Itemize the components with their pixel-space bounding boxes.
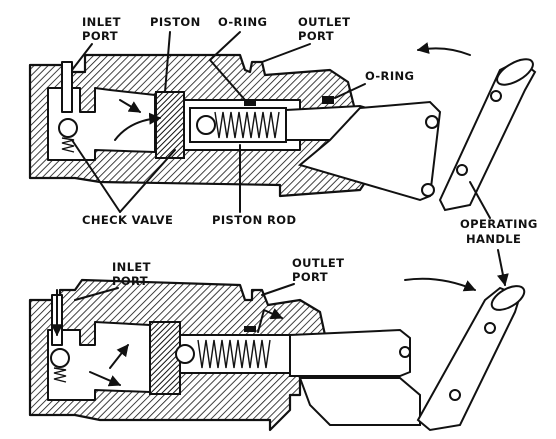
bottom-linkage	[298, 377, 421, 426]
operating-handle-label-1: OPERATING	[460, 217, 538, 231]
leader-check-valve-2	[119, 149, 176, 213]
bottom-piston-rod	[289, 328, 411, 377]
bottom-outlet-label-1: OUTLET	[292, 256, 344, 270]
piston-rod-label: PISTON ROD	[212, 213, 296, 227]
bottom-piston-ball	[175, 344, 195, 364]
bottom-handle-grip	[490, 285, 526, 311]
top-handle-grip	[496, 58, 534, 86]
top-inlet-label-2: PORT	[82, 29, 118, 43]
bottom-handle-pivot-2	[449, 389, 461, 401]
top-handle-pivot-1	[490, 90, 502, 102]
bottom-piston	[149, 321, 181, 395]
bottom-inlet-label-1: INLET	[112, 260, 151, 274]
bottom-operating-handle	[416, 286, 522, 432]
leader-oring-2	[334, 83, 366, 99]
top-piston-label: PISTON	[150, 15, 201, 29]
leader-oring	[209, 31, 246, 101]
top-piston-ball	[196, 115, 216, 135]
bottom-flow-arrow	[109, 344, 129, 369]
bottom-spring	[197, 339, 271, 369]
top-inlet-passage	[61, 61, 73, 113]
top-outlet-label-2: PORT	[298, 29, 334, 43]
leader-piston	[164, 31, 171, 93]
bottom-inlet-label-2: PORT	[112, 274, 148, 288]
top-piston	[155, 91, 185, 159]
leader-bottom-inlet	[74, 287, 119, 301]
top-flow-arrow-2	[119, 99, 142, 113]
bottom-oring-seal	[244, 326, 256, 332]
top-motion-arrow	[416, 42, 471, 56]
leader-inlet	[71, 43, 93, 71]
top-pump	[28, 42, 537, 212]
bottom-flow-arrow-2	[89, 371, 122, 387]
leader-handle-bottom	[496, 249, 509, 287]
top-link-pivot-1	[425, 115, 439, 129]
top-inlet-label-1: INLET	[82, 15, 121, 29]
top-spring	[214, 111, 280, 139]
leader-outlet	[261, 43, 311, 63]
top-check-valve-ball	[58, 118, 78, 138]
bottom-pump	[28, 277, 526, 432]
top-oring-seal	[244, 100, 256, 106]
leader-check-valve-1	[71, 139, 121, 213]
bottom-check-valve-ball	[50, 348, 70, 368]
top-oring-label: O-RING	[218, 15, 267, 29]
operating-handle-label-2: HANDLE	[466, 232, 521, 246]
top-link-pivot-2	[421, 183, 435, 197]
top-outlet-label-1: OUTLET	[298, 15, 350, 29]
bottom-spring-chamber	[179, 334, 291, 374]
bottom-outlet-label-2: PORT	[292, 270, 328, 284]
top-operating-handle	[438, 58, 537, 212]
top-oring-seal-2	[322, 96, 334, 104]
bottom-check-valve-spring	[53, 367, 67, 383]
top-handle-pivot-2	[456, 164, 468, 176]
bottom-rod-pivot	[399, 346, 411, 358]
top-flow-arrow	[114, 112, 162, 141]
bottom-outlet-flow-arrow	[257, 308, 284, 333]
leader-bottom-outlet	[261, 283, 295, 296]
bottom-motion-arrow	[404, 277, 477, 292]
leader-handle-top	[469, 181, 491, 219]
bottom-handle-pivot-1	[484, 322, 496, 334]
check-valve-label: CHECK VALVE	[82, 213, 173, 227]
top-linkage	[297, 100, 442, 202]
top-oring-label-2: O-RING	[365, 69, 414, 83]
